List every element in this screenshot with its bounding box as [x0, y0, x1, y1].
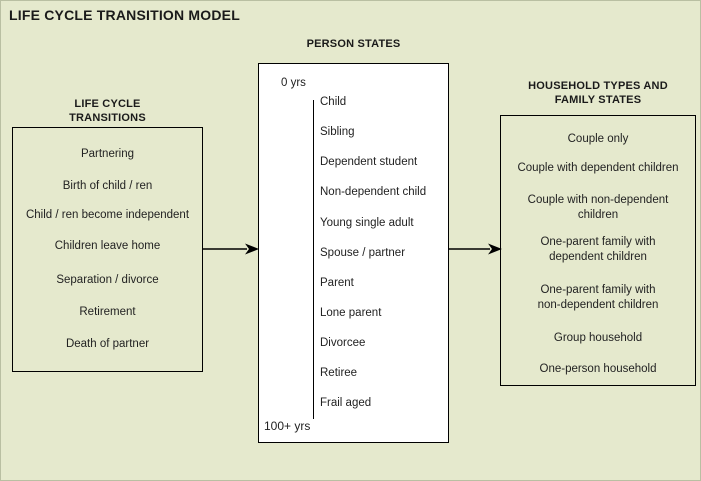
household-panel: Couple only Couple with dependent childr… [500, 115, 696, 386]
transition-item-retirement: Retirement [79, 306, 136, 318]
axis-end-label: 100+ yrs [264, 419, 311, 433]
transitions-heading-line1: LIFE CYCLE [74, 98, 141, 110]
transition-item-separation-divorce: Separation / divorce [56, 274, 159, 286]
arrow-transitions-to-person-states [203, 243, 259, 255]
household-heading-line2: FAMILY STATES [554, 94, 642, 106]
arrow-person-states-to-household [448, 243, 502, 255]
household-item-couple-with-non-dependent-children: Couple with non-dependent children [527, 194, 669, 221]
household-heading-line1: HOUSEHOLD TYPES AND [528, 80, 668, 92]
household-item-one-parent-family-non-dependent-children: One-parent family with non-dependent chi… [537, 284, 659, 311]
person-state-sibling: Sibling [320, 126, 355, 138]
person-state-child: Child [320, 96, 347, 108]
transition-item-birth-of-children: Birth of child / ren [62, 180, 153, 192]
person-state-parent: Parent [320, 277, 354, 289]
person-state-frail-aged: Frail aged [320, 397, 372, 409]
transition-item-children-leave-home: Children leave home [54, 240, 161, 252]
transition-item-partnering: Partnering [80, 148, 135, 160]
person-state-young-single-adult: Young single adult [320, 217, 414, 229]
person-state-spouse-partner: Spouse / partner [320, 247, 406, 259]
transitions-panel: Partnering Birth of child / ren Child / … [12, 127, 203, 372]
person-states-panel: 0 yrs 100+ yrs Child Sibling Dependent s… [258, 63, 449, 443]
person-state-divorcee: Divorcee [320, 337, 366, 349]
axis-start-label: 0 yrs [281, 77, 306, 89]
household-item-couple-with-dependent-children: Couple with dependent children [517, 162, 679, 174]
person-state-dependent-student: Dependent student [320, 156, 418, 168]
household-item-couple-only: Couple only [567, 133, 629, 145]
transition-item-children-become-independent: Child / ren become independent [25, 209, 190, 221]
household-item-group-household: Group household [553, 332, 643, 344]
person-states-heading: PERSON STATES [306, 38, 401, 50]
age-timeline-axis [313, 100, 314, 419]
transition-item-death-of-partner: Death of partner [65, 338, 150, 350]
household-item-one-person-household: One-person household [539, 363, 657, 375]
household-heading: HOUSEHOLD TYPES AND FAMILY STATES [500, 79, 696, 107]
transitions-heading: LIFE CYCLE TRANSITIONS [12, 97, 203, 125]
household-item-one-parent-family-dependent-children: One-parent family with dependent childre… [540, 236, 656, 263]
page-title: LIFE CYCLE TRANSITION MODEL [9, 7, 240, 23]
person-state-lone-parent: Lone parent [320, 307, 382, 319]
transitions-heading-line2: TRANSITIONS [69, 112, 146, 124]
person-state-retiree: Retiree [320, 367, 358, 379]
person-state-non-dependent-child: Non-dependent child [320, 186, 427, 198]
